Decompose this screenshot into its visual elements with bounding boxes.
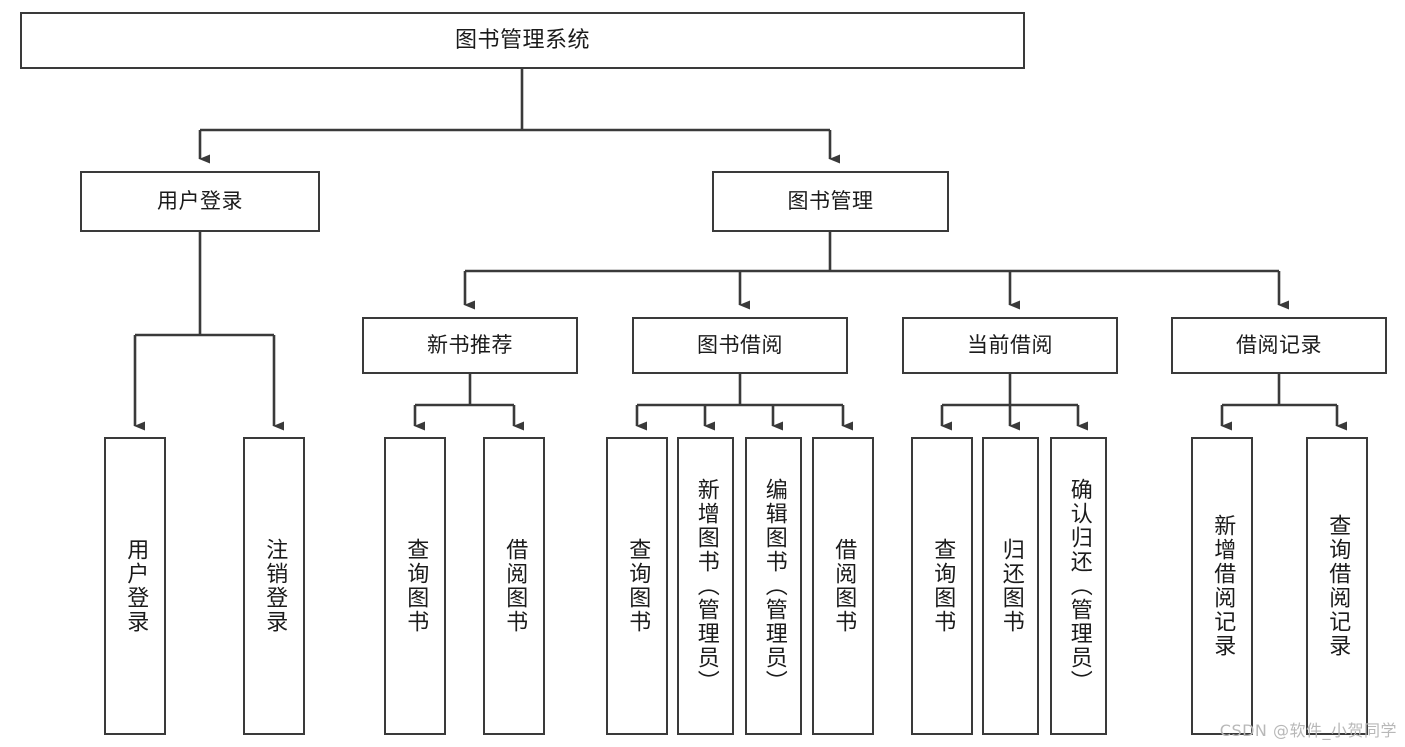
leaf-borrow-book-1[interactable]: 借阅图书 xyxy=(483,437,545,735)
node-user-login[interactable]: 用户登录 xyxy=(80,171,320,232)
node-new-book-rec[interactable]: 新书推荐 xyxy=(362,317,578,374)
leaf-query-book-3[interactable]: 查询图书 xyxy=(911,437,973,735)
leaf-borrow-book-1-label: 借阅图书 xyxy=(502,538,528,634)
leaf-query-record-label: 查询借阅记录 xyxy=(1325,514,1351,658)
leaf-user-login[interactable]: 用户登录 xyxy=(104,437,166,735)
node-new-book-rec-label: 新书推荐 xyxy=(427,333,513,358)
leaf-user-login-label: 用户登录 xyxy=(123,538,149,634)
leaf-query-book-1[interactable]: 查询图书 xyxy=(384,437,446,735)
leaf-confirm-return[interactable]: 确认归还（管理员） xyxy=(1050,437,1107,735)
leaf-return-book[interactable]: 归还图书 xyxy=(982,437,1039,735)
leaf-query-book-1-label: 查询图书 xyxy=(403,538,429,634)
node-book-borrow[interactable]: 图书借阅 xyxy=(632,317,848,374)
leaf-add-record-label: 新增借阅记录 xyxy=(1210,514,1236,658)
node-user-login-label: 用户登录 xyxy=(157,189,243,214)
node-book-manage-label: 图书管理 xyxy=(787,189,874,214)
leaf-add-book-label: 新增图书（管理员） xyxy=(693,478,719,694)
leaf-add-book[interactable]: 新增图书（管理员） xyxy=(677,437,734,735)
node-book-manage[interactable]: 图书管理 xyxy=(712,171,949,232)
leaf-add-record[interactable]: 新增借阅记录 xyxy=(1191,437,1253,735)
node-root[interactable]: 图书管理系统 xyxy=(20,12,1025,69)
leaf-user-logout[interactable]: 注销登录 xyxy=(243,437,305,735)
node-book-borrow-label: 图书借阅 xyxy=(697,333,783,358)
leaf-query-record[interactable]: 查询借阅记录 xyxy=(1306,437,1368,735)
leaf-query-book-2[interactable]: 查询图书 xyxy=(606,437,668,735)
leaf-edit-book[interactable]: 编辑图书（管理员） xyxy=(745,437,802,735)
node-current-borrow[interactable]: 当前借阅 xyxy=(902,317,1118,374)
node-current-borrow-label: 当前借阅 xyxy=(967,333,1053,358)
leaf-query-book-3-label: 查询图书 xyxy=(930,538,956,634)
leaf-query-book-2-label: 查询图书 xyxy=(625,538,651,634)
node-borrow-record[interactable]: 借阅记录 xyxy=(1171,317,1387,374)
leaf-user-logout-label: 注销登录 xyxy=(262,538,288,634)
leaf-borrow-book-2-label: 借阅图书 xyxy=(831,538,857,634)
leaf-confirm-return-label: 确认归还（管理员） xyxy=(1066,478,1092,694)
node-root-label: 图书管理系统 xyxy=(454,27,590,53)
node-borrow-record-label: 借阅记录 xyxy=(1236,333,1322,358)
leaf-return-book-label: 归还图书 xyxy=(998,538,1024,634)
leaf-edit-book-label: 编辑图书（管理员） xyxy=(761,478,787,694)
watermark: CSDN @软件_小贺同学 xyxy=(1219,721,1397,740)
leaf-borrow-book-2[interactable]: 借阅图书 xyxy=(812,437,874,735)
